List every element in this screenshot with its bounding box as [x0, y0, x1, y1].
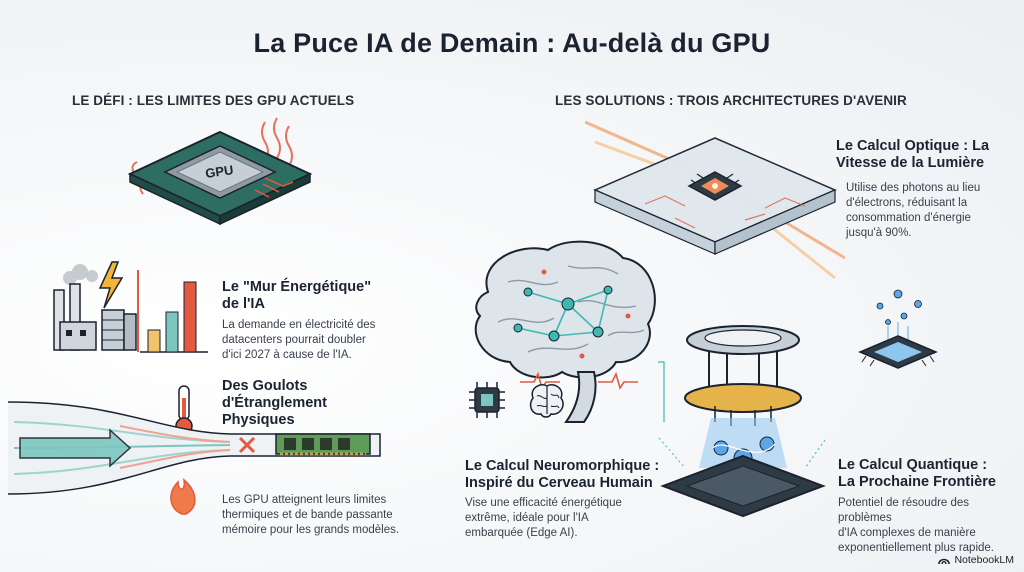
memory-module-icon [275, 433, 371, 456]
quantum-description: Potentiel de résoudre des problèmes d'IA… [838, 497, 994, 554]
left-section-heading: LE DÉFI : LES LIMITES DES GPU ACTUELS [72, 93, 355, 108]
energy-description: La demande en électricité des datacenter… [222, 319, 376, 361]
optical-description: Utilise des photons au lieu d'électrons,… [846, 182, 981, 239]
chip-icon [469, 382, 505, 418]
cross-icon [238, 436, 256, 454]
bottleneck-description: Les GPU atteignent leurs limites thermiq… [222, 494, 400, 536]
server-rack-icon [101, 309, 137, 351]
smoke-icon [63, 264, 98, 285]
brand-logo: NotebookLM [938, 554, 1014, 566]
energy-illustration [53, 261, 208, 353]
small-brain-icon [529, 384, 564, 418]
quantum-dots-chip-icon [858, 289, 938, 369]
quantum-chip-icon [658, 325, 826, 518]
lightning-icon [98, 261, 124, 309]
page-title: La Puce IA de Demain : Au-delà du GPU [253, 28, 771, 58]
gpu-chip-icon: GPU [127, 117, 313, 226]
brand-name: NotebookLM [954, 554, 1014, 566]
bottleneck-illustration [7, 385, 381, 515]
neuro-description: Vise une efficacité énergétique extrême,… [465, 497, 622, 539]
factory-icon [53, 283, 97, 351]
quantum-title: Le Calcul Quantique : La Prochaine Front… [838, 457, 996, 490]
brain-icon [474, 240, 665, 423]
energy-title: Le "Mur Énergétique" de l'IA [222, 279, 372, 312]
neuro-title: Le Calcul Neuromorphique : Inspiré du Ce… [465, 458, 660, 491]
gpu-label: GPU [204, 162, 234, 181]
optical-title: Le Calcul Optique : La Vitesse de la Lum… [836, 138, 990, 171]
flame-icon [170, 478, 196, 515]
notebooklm-logo-icon [938, 558, 951, 565]
bar-chart-icon [140, 281, 208, 353]
bottleneck-title: Des Goulots d'Étranglement Physiques [222, 378, 327, 428]
optical-chip-icon [585, 120, 845, 280]
right-section-heading: LES SOLUTIONS : TROIS ARCHITECTURES D'AV… [555, 93, 907, 108]
